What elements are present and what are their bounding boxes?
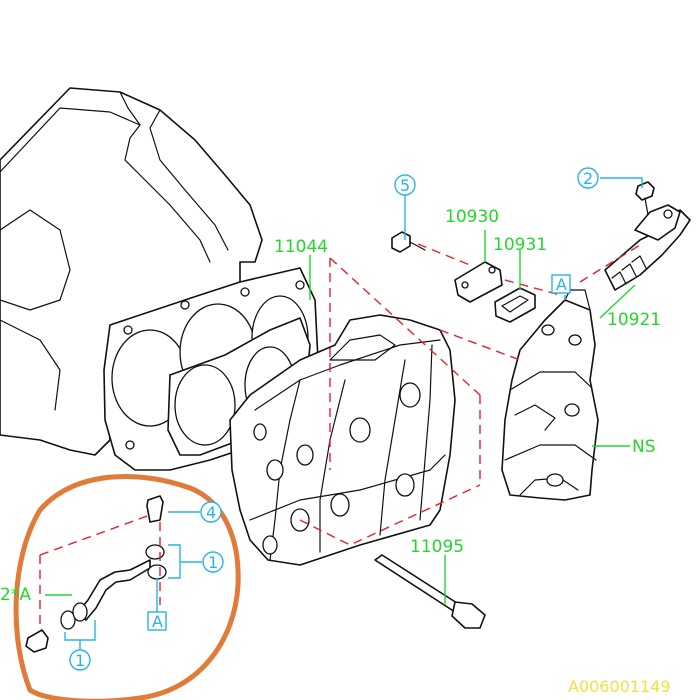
- callout-2-circle: [577, 167, 599, 189]
- ref-a-upper-box: [551, 274, 571, 294]
- callout-1-lower: 1: [75, 651, 85, 670]
- callout-5: 5: [400, 176, 410, 195]
- bolt-2: [635, 181, 655, 216]
- callout-5-circle: [394, 174, 416, 196]
- label-11095: 11095: [410, 537, 464, 557]
- oil-control-valve: [604, 204, 691, 291]
- callout-1-upper: 1: [208, 553, 218, 572]
- ref-a-lower: A: [152, 612, 163, 631]
- callout-4: 4: [206, 503, 216, 522]
- label-10930: 10930: [445, 207, 499, 227]
- image-id: A006001149: [568, 677, 671, 696]
- label-ns: NS: [632, 437, 656, 457]
- dashed-lines: [39, 243, 641, 630]
- cover-gasket: [494, 287, 536, 323]
- oil-pipe-assembly: [25, 495, 167, 653]
- cylinder-head: [229, 314, 456, 566]
- ref-a-lower-box: [147, 611, 167, 631]
- label-10921: 10921: [607, 310, 661, 330]
- camshaft-carrier: [501, 289, 599, 501]
- leaders: [45, 177, 643, 652]
- callout-4-circle: [200, 501, 222, 523]
- head-bolt: [374, 554, 486, 629]
- callout-1-upper-circle: [202, 551, 224, 573]
- callouts: 5 2 4 1 1: [69, 167, 599, 671]
- part-labels: 11044 10930 10931 10921 11095 NS 2*A: [0, 207, 661, 605]
- ref-a-upper: A: [556, 275, 567, 294]
- bolt-5: [391, 231, 426, 253]
- reference-boxes: A A: [147, 274, 571, 631]
- label-2a: 2*A: [0, 585, 31, 605]
- label-10931: 10931: [493, 235, 547, 255]
- callout-1-lower-circle: [69, 649, 91, 671]
- callout-2: 2: [583, 169, 593, 188]
- label-11044: 11044: [274, 237, 328, 257]
- cover-plate: [454, 261, 503, 303]
